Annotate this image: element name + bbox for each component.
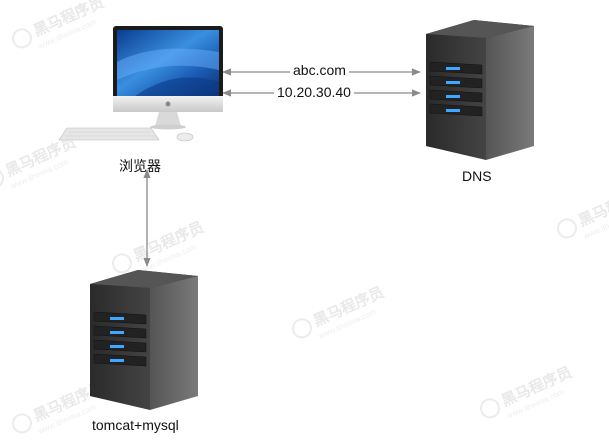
dns-label: DNS [462,168,492,184]
dns-server-icon [426,20,534,160]
response-label: 10.20.30.40 [274,84,354,100]
computer-icon [58,26,223,142]
browser-label: 浏览器 [119,158,161,174]
request-label: abc.com [290,62,349,78]
app-server-icon [90,270,198,410]
app-server-label: tomcat+mysql [92,417,179,433]
